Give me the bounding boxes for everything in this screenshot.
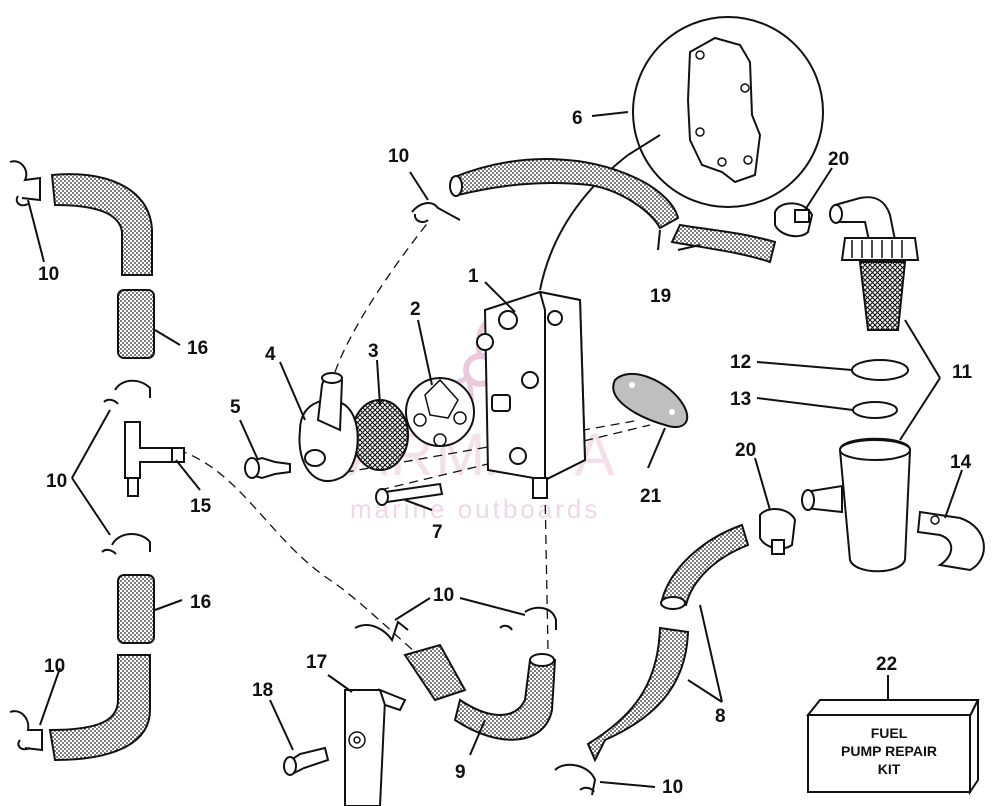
callout-10-left-bottom: 10 — [44, 656, 65, 677]
callout-13: 13 — [730, 389, 751, 410]
callout-11: 11 — [952, 362, 973, 383]
callout-15: 15 — [190, 496, 212, 517]
callout-12: 12 — [730, 352, 751, 373]
callout-19: 19 — [650, 286, 671, 307]
kit-label-line2: PUMP REPAIR — [841, 743, 937, 759]
callout-17: 17 — [306, 652, 327, 673]
callout-14: 14 — [950, 452, 972, 473]
fuel-pump-assembly — [244, 290, 689, 506]
callout-numbers: 1 2 3 4 5 6 7 8 9 10 10 10 10 10 10 11 1… — [38, 108, 973, 798]
callout-8: 8 — [715, 706, 726, 727]
mounting-bracket-assembly — [283, 688, 407, 806]
outlet-hose-assembly — [411, 158, 777, 264]
callout-20-top: 20 — [828, 149, 849, 170]
callout-10-left-middle: 10 — [46, 471, 67, 492]
callout-20-lower: 20 — [735, 440, 756, 461]
kit-label-line1: FUEL — [871, 725, 908, 741]
callout-6: 6 — [572, 108, 583, 129]
callout-7: 7 — [432, 522, 443, 543]
callout-10-left-top: 10 — [38, 264, 59, 285]
callout-10-top: 10 — [388, 146, 409, 167]
callout-16-upper: 16 — [187, 338, 208, 359]
callout-16-lower: 16 — [190, 592, 211, 613]
callout-3: 3 — [368, 341, 379, 362]
fuel-filter-assembly — [759, 196, 985, 573]
callout-4: 4 — [265, 344, 276, 365]
callout-9: 9 — [455, 762, 466, 783]
kit-label-line3: KIT — [878, 761, 901, 777]
callout-22: 22 — [876, 654, 897, 675]
repair-kit-box: FUEL PUMP REPAIR KIT — [805, 699, 980, 796]
left-hose-assembly — [9, 160, 185, 762]
leader-lines — [27, 111, 963, 788]
callout-2: 2 — [410, 299, 421, 320]
callout-10-center: 10 — [433, 585, 454, 606]
callout-21: 21 — [640, 486, 662, 507]
callout-18: 18 — [252, 680, 273, 701]
callout-5: 5 — [230, 397, 241, 418]
callout-1: 1 — [468, 266, 479, 287]
bottom-hose-assembly — [354, 523, 750, 796]
callout-10-bottom: 10 — [662, 777, 683, 798]
